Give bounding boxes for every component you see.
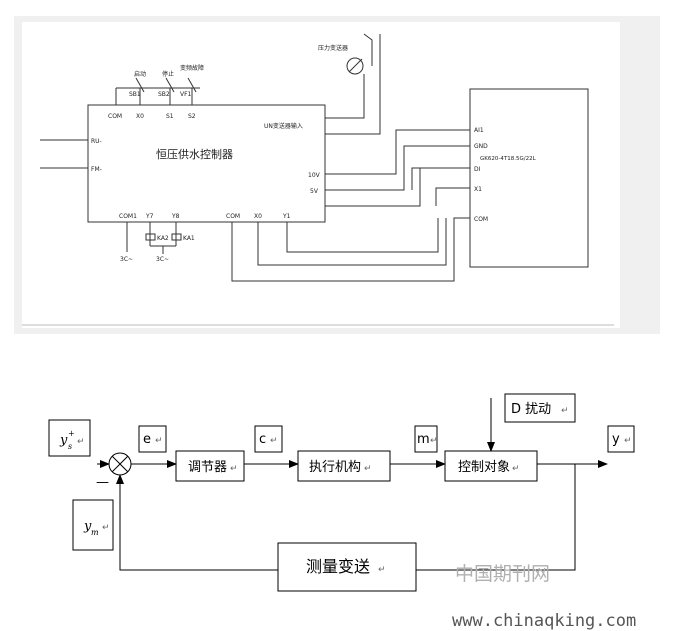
terminal-label: X0 <box>136 113 144 120</box>
return-mark: ↵ <box>512 464 520 474</box>
minus-sign: — <box>96 475 109 490</box>
controller-box <box>87 104 326 223</box>
return-mark: ↵ <box>364 464 372 474</box>
measurement-label: 测量变送 <box>306 557 370 576</box>
setpoint-superscript: + <box>68 429 75 438</box>
inverter-terminal: AI1 <box>474 127 484 134</box>
error-label-box <box>138 425 167 453</box>
inverter-box <box>469 88 589 268</box>
disturbance-box <box>504 393 576 423</box>
supply-label: 3C~ <box>156 256 169 263</box>
output-signal-label: y <box>612 432 620 447</box>
terminal-label: RU- <box>91 138 102 145</box>
feedback-label-box <box>72 499 114 551</box>
terminal-label: Y1 <box>282 213 291 220</box>
inverter-terminal: COM <box>474 216 488 223</box>
feedback-symbol: y <box>83 519 92 534</box>
terminal-label: X0 <box>254 213 262 220</box>
return-mark: ↵ <box>561 406 569 416</box>
terminal-label: FM- <box>91 166 102 173</box>
inverter-terminal: DI <box>474 166 481 173</box>
return-mark: ↵ <box>102 523 110 533</box>
terminal-label: S2 <box>188 113 196 120</box>
relay-ka1-coil <box>171 233 182 241</box>
setpoint-symbol: y <box>59 433 68 448</box>
block-diagram: y s + ↵ — e ↵ c ↵ m ↵ y ↵ D 扰动 ↵ y m ↵ 调… <box>48 393 636 631</box>
watermark-cn: 中国期刊网 <box>455 563 550 585</box>
return-mark: ↵ <box>230 464 238 474</box>
terminal-label: 10V <box>308 172 321 179</box>
pressure-sensor-label: 压力变送器 <box>318 44 348 52</box>
fault-button-label: 变频故障 <box>180 64 204 72</box>
relay-label: KA1 <box>183 235 195 242</box>
relay-label: KA2 <box>157 235 169 242</box>
controller-label: 恒压供水控制器 <box>156 147 233 161</box>
manipulated-signal-label: m <box>417 432 430 447</box>
manipulated-label-box <box>414 425 438 453</box>
inverter-terminal: X1 <box>474 186 482 193</box>
switch-label: VF1 <box>180 91 192 98</box>
terminal-label: Y7 <box>145 213 154 220</box>
relay-ka2-coil <box>145 233 156 241</box>
return-mark: ↵ <box>624 436 632 446</box>
regulator-label: 调节器 <box>188 460 227 475</box>
setpoint-subscript: s <box>68 442 72 451</box>
terminal-label: 5V <box>310 188 319 195</box>
supply-label: 3C~ <box>120 256 133 263</box>
diagram-paper <box>22 22 620 328</box>
return-mark: ↵ <box>77 437 85 447</box>
feedback-subscript: m <box>91 528 99 537</box>
return-mark: ↵ <box>155 436 163 446</box>
inverter-label: GK620-4T18.5G/22L <box>480 156 537 162</box>
terminal-label: COM <box>226 213 240 220</box>
disturbance-label: D 扰动 <box>511 402 551 417</box>
analog-input-label: UN变送器输入 <box>264 122 303 130</box>
control-signal-label: c <box>259 432 266 447</box>
control-label-box <box>254 425 283 453</box>
setpoint-box <box>48 419 91 457</box>
inverter-terminal: GND <box>474 143 488 150</box>
terminal-label: COM <box>108 113 122 120</box>
return-mark: ↵ <box>378 565 386 575</box>
actuator-label: 执行机构 <box>309 460 361 475</box>
switch-label: SB2 <box>158 91 170 98</box>
output-label-box <box>607 425 635 453</box>
plant-label: 控制对象 <box>458 460 510 475</box>
switch-label: SB1 <box>129 91 141 98</box>
start-button-label: 启动 <box>134 70 146 78</box>
wiring-diagram: 恒压供水控制器 GK620-4T18.5G/22L 压力变送器 UN变送器输入 … <box>14 16 660 334</box>
terminal-label: S1 <box>166 113 174 120</box>
terminal-label: Y8 <box>171 213 180 220</box>
return-mark: ↵ <box>430 436 438 446</box>
measurement-block <box>277 542 417 592</box>
stop-button-label: 停止 <box>162 70 174 78</box>
watermark-url: www.chinaqking.com <box>452 611 636 631</box>
error-signal-label: e <box>143 432 151 447</box>
return-mark: ↵ <box>270 436 278 446</box>
terminal-label: COM1 <box>119 213 137 220</box>
pressure-sensor-symbol <box>346 57 364 75</box>
